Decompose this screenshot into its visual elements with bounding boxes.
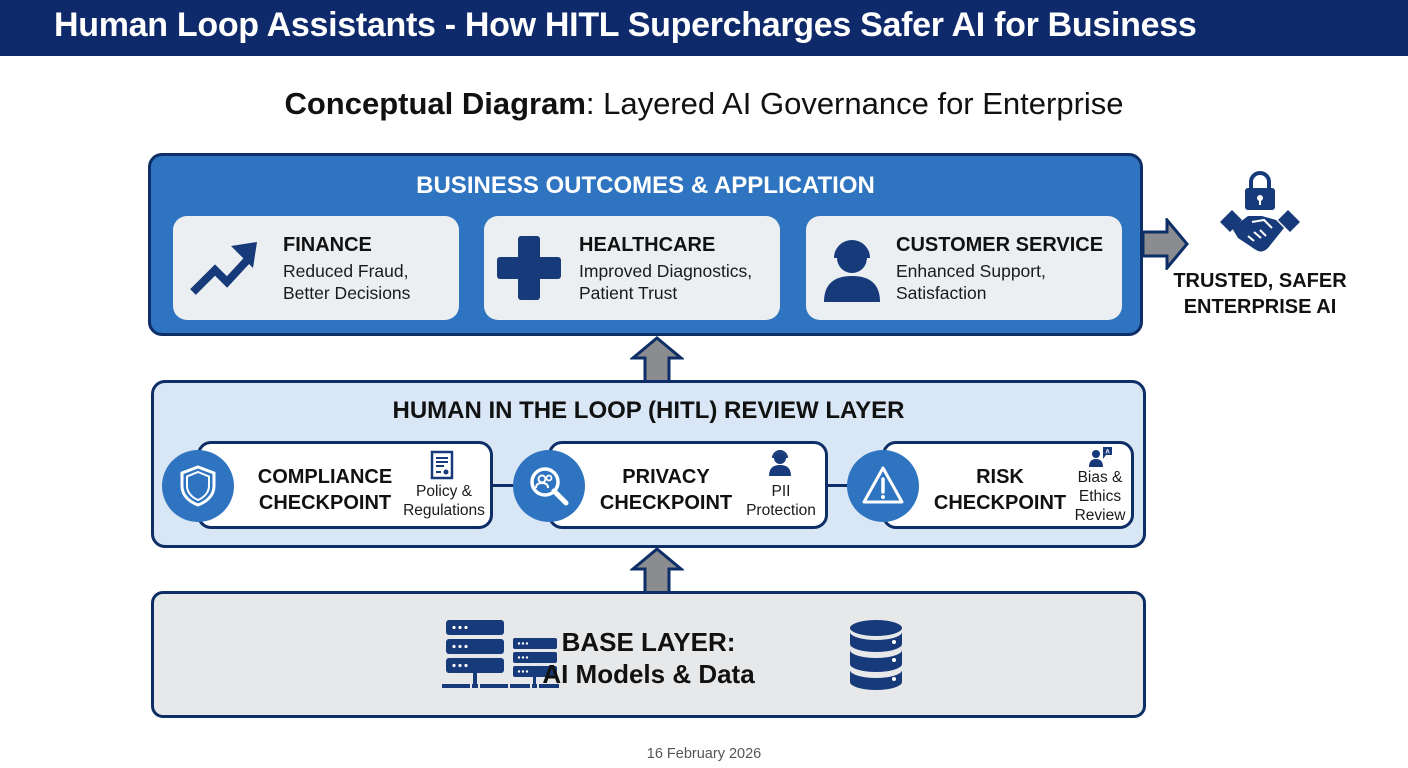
magnifier-users-icon: [530, 467, 569, 506]
risk-side-line1: Bias &: [1077, 469, 1123, 486]
customer-service-desc-line2: Satisfaction: [896, 283, 987, 303]
trusted-enterprise-label: TRUSTED, SAFER ENTERPRISE AI: [1160, 268, 1360, 320]
page-title: Human Loop Assistants - How HITL Superch…: [54, 6, 1197, 44]
finance-card: FINANCE Reduced Fraud, Better Decisions: [173, 216, 459, 320]
privacy-checkpoint: PRIVACY CHECKPOINT PII Protection: [548, 441, 828, 529]
warning-icon: [862, 466, 904, 504]
healthcare-desc: Improved Diagnostics, Patient Trust: [579, 260, 752, 304]
privacy-side-line1: PII: [771, 483, 791, 500]
privacy-side-line2: Protection: [746, 502, 816, 519]
customer-service-title: CUSTOMER SERVICE: [896, 234, 1104, 256]
arrow-right-icon: [1143, 218, 1189, 270]
subtitle-bold: Conceptual Diagram: [284, 86, 586, 121]
privacy-icon-circle: [513, 450, 585, 522]
compliance-checkpoint: COMPLIANCE CHECKPOINT Policy & Regulatio…: [197, 441, 493, 529]
compliance-side-text: Policy & Regulations: [398, 482, 490, 520]
trusted-label-line2: ENTERPRISE AI: [1183, 296, 1337, 318]
risk-side-line2: Ethics: [1078, 488, 1122, 505]
arrow-up-icon: [630, 336, 684, 382]
trusted-label-line1: TRUSTED, SAFER: [1173, 270, 1347, 292]
finance-title: FINANCE: [283, 234, 372, 256]
base-layer: BASE LAYER: AI Models & Data: [151, 591, 1146, 718]
base-layer-line1: BASE LAYER:: [561, 627, 736, 657]
hitl-layer-title: HUMAN IN THE LOOP (HITL) REVIEW LAYER: [392, 397, 905, 424]
risk-icon-circle: [847, 450, 919, 522]
business-layer-title: BUSINESS OUTCOMES & APPLICATION: [416, 172, 875, 199]
database-icon: [850, 620, 902, 690]
risk-side-line3: Review: [1074, 507, 1126, 524]
finance-desc-line2: Better Decisions: [283, 283, 411, 303]
risk-title-line2: CHECKPOINT: [933, 492, 1067, 514]
compliance-title: COMPLIANCE CHECKPOINT: [240, 464, 410, 516]
risk-title-line1: RISK: [976, 466, 1024, 488]
footer-date: 16 February 2026: [646, 746, 762, 762]
header-bar: Human Loop Assistants - How HITL Superch…: [0, 0, 1408, 56]
document-icon: [430, 450, 454, 480]
healthcare-desc-line2: Patient Trust: [579, 283, 678, 303]
server-rack-icon: [442, 620, 559, 688]
risk-title: RISK CHECKPOINT: [915, 464, 1085, 516]
compliance-icon-circle: [162, 450, 234, 522]
customer-service-desc: Enhanced Support, Satisfaction: [896, 260, 1046, 304]
compliance-side-line1: Policy &: [416, 483, 472, 500]
privacy-side-text: PII Protection: [737, 482, 825, 520]
privacy-title-line2: CHECKPOINT: [599, 492, 733, 514]
finance-desc: Reduced Fraud, Better Decisions: [283, 260, 410, 304]
diagram-subtitle: Conceptual Diagram: Layered AI Governanc…: [0, 86, 1408, 122]
customer-service-card: CUSTOMER SERVICE Enhanced Support, Satis…: [806, 216, 1122, 320]
arrow-up-icon: [630, 547, 684, 593]
risk-checkpoint: RISK CHECKPOINT A Bias & Ethics Review: [882, 441, 1134, 529]
privacy-title-line1: PRIVACY: [622, 466, 710, 488]
subtitle-rest: : Layered AI Governance for Enterprise: [585, 86, 1124, 121]
user-headset-icon: [769, 450, 791, 476]
compliance-title-line2: CHECKPOINT: [258, 492, 392, 514]
risk-side-text: Bias & Ethics Review: [1065, 468, 1135, 525]
medical-cross-icon: [497, 236, 561, 300]
base-layer-title: BASE LAYER: AI Models & Data: [154, 626, 1143, 690]
headset-agent-icon: [824, 240, 880, 302]
compliance-side-line2: Regulations: [403, 502, 485, 519]
customer-service-desc-line1: Enhanced Support,: [896, 261, 1046, 281]
shield-icon: [180, 465, 216, 507]
user-review-icon: A: [1089, 447, 1112, 467]
healthcare-desc-line1: Improved Diagnostics,: [579, 261, 753, 281]
trending-up-icon: [190, 242, 257, 295]
lock-handshake-icon: [1220, 171, 1300, 252]
privacy-title: PRIVACY CHECKPOINT: [581, 464, 751, 516]
finance-desc-line1: Reduced Fraud,: [283, 261, 409, 281]
healthcare-card: HEALTHCARE Improved Diagnostics, Patient…: [484, 216, 780, 320]
healthcare-title: HEALTHCARE: [579, 234, 716, 256]
business-outcomes-layer: BUSINESS OUTCOMES & APPLICATION FINANCE …: [148, 153, 1143, 336]
base-layer-line2: AI Models & Data: [542, 659, 755, 689]
svg-text:A: A: [1105, 450, 1110, 456]
compliance-title-line1: COMPLIANCE: [257, 466, 393, 488]
